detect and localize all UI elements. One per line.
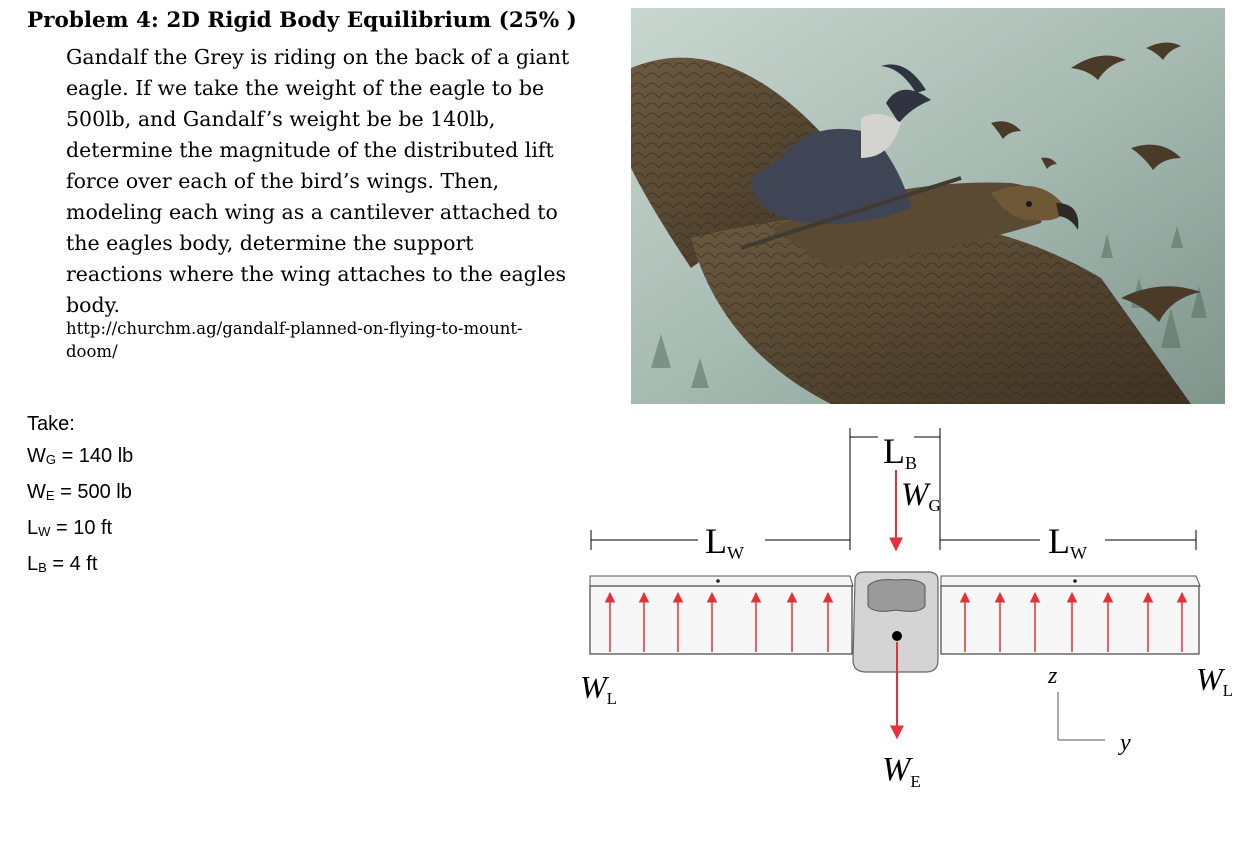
coordinate-axes xyxy=(1057,692,1105,741)
dimension-lb xyxy=(849,428,941,550)
statement-line: force over each of the bird’s wings. The… xyxy=(66,169,500,193)
gandalf-eagle-illustration xyxy=(631,8,1225,404)
label-wl-left: WL xyxy=(580,669,617,708)
statement-line: the eagles body, determine the support xyxy=(66,231,474,255)
label-we: WE xyxy=(882,751,921,791)
gandalf-hat xyxy=(886,89,931,123)
left-wing xyxy=(589,575,854,655)
gandalf-staff xyxy=(740,176,962,250)
url-line[interactable]: http://churchm.ag/gandalf-planned-on-fly… xyxy=(66,319,523,338)
label-axis-z: z xyxy=(1047,663,1058,689)
statement-line: modeling each wing as a cantilever attac… xyxy=(66,200,558,224)
free-body-diagram: LB WG LW LW xyxy=(580,428,1233,791)
lift-arrows-left xyxy=(604,591,834,652)
given-we: WE = 500 lb xyxy=(27,481,132,503)
given-lw: LW = 10 ft xyxy=(27,517,113,539)
label-wg: WG xyxy=(901,477,941,515)
given-wg: WG = 140 lb xyxy=(27,445,134,467)
gandalf-beard xyxy=(861,114,901,158)
problem-title: Problem 4: 2D Rigid Body Equilibrium (25… xyxy=(27,8,577,33)
statement-line: body. xyxy=(66,293,120,317)
eagle-wing-back-feathers xyxy=(631,57,881,268)
distant-eagles xyxy=(991,42,1201,322)
statement-line: reactions where the wing attaches to the… xyxy=(66,262,567,286)
given-lb: LB = 4 ft xyxy=(27,553,98,575)
label-lb: LB xyxy=(883,431,917,473)
url-line[interactable]: doom/ xyxy=(66,341,118,361)
statement-line: Gandalf the Grey is riding on the back o… xyxy=(66,45,570,69)
lift-arrows-right xyxy=(959,591,1188,652)
source-url[interactable]: http://churchm.ag/gandalf-planned-on-fly… xyxy=(66,318,523,363)
dimension-lw-right xyxy=(940,530,1197,550)
label-axis-y: y xyxy=(1118,730,1131,756)
statement-line: 500lb, and Gandalf’s weight be be 140lb, xyxy=(66,107,496,131)
eagle-beak xyxy=(1056,203,1079,230)
center-of-mass xyxy=(892,631,902,641)
given-values: Take: WG = 140 lb WE = 500 lb LW = 10 ft… xyxy=(27,408,133,584)
eagle-eye xyxy=(1026,201,1032,207)
problem-statement: Gandalf the Grey is riding on the back o… xyxy=(66,42,611,321)
eagle-body-block xyxy=(852,571,939,673)
label-lw-left: LW xyxy=(705,521,744,563)
label-lw-right: LW xyxy=(1048,521,1087,563)
eagle-wing-front-feathers xyxy=(691,215,1191,404)
gandalf-hat-tip xyxy=(881,64,926,93)
right-wing xyxy=(940,575,1201,655)
eagle-body xyxy=(771,182,1043,268)
dimension-lw-left xyxy=(590,530,850,550)
label-wl-right: WL xyxy=(1196,661,1233,700)
take-heading: Take: xyxy=(27,413,75,435)
statement-line: determine the magnitude of the distribut… xyxy=(66,138,554,162)
statement-line: eagle. If we take the weight of the eagl… xyxy=(66,76,545,100)
